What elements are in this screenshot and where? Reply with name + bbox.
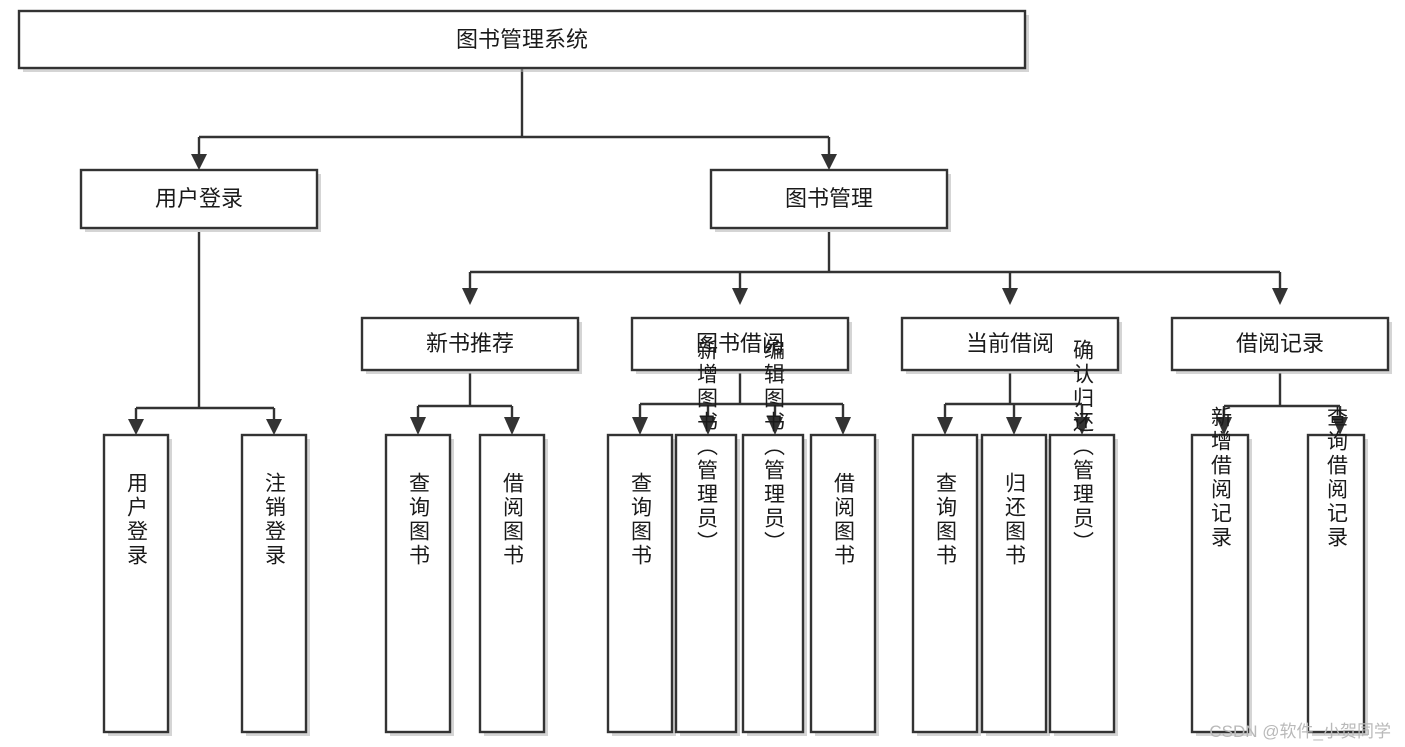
- node-root-box[interactable]: [17, 9, 1027, 70]
- node-borrow-record-box[interactable]: [1170, 316, 1390, 372]
- arrow-head-leaf-query-book-2: [632, 417, 648, 435]
- arrow-head-borrow-record: [1272, 288, 1288, 305]
- arrow-head-user-login: [191, 154, 207, 170]
- arrow-head-current-borrow: [1002, 288, 1018, 305]
- arrow-head-leaf-edit-book: [767, 417, 783, 435]
- leaf-return-book-label: 归还图书: [1003, 472, 1027, 568]
- leaf-borrow-book-2-label: 借阅图书: [832, 472, 856, 568]
- node-new-book-recommend-box[interactable]: [360, 316, 580, 372]
- leaf-query-book-3[interactable]: 查询图书: [911, 433, 981, 736]
- node-book-manage-label: 图书管理: [785, 186, 873, 211]
- leaf-query-book-2-box[interactable]: [606, 433, 674, 734]
- leaf-edit-book[interactable]: 编辑图书（管理员）: [741, 339, 807, 736]
- arrow-head-leaf-user-login: [128, 419, 144, 435]
- arrow-head-leaf-add-book: [700, 417, 716, 435]
- arrow-head-leaf-confirm-return: [1074, 417, 1090, 435]
- leaf-edit-book-box[interactable]: [741, 433, 805, 734]
- leaf-borrow-book-2-box[interactable]: [809, 433, 877, 734]
- leaf-query-book-1-label: 查询图书: [407, 472, 431, 568]
- node-user-login-label: 用户登录: [155, 186, 243, 211]
- node-user-login-box[interactable]: [79, 168, 319, 230]
- leaf-borrow-book-2[interactable]: 借阅图书: [809, 433, 879, 736]
- leaf-borrow-book-1[interactable]: 借阅图书: [478, 433, 548, 736]
- node-current-borrow[interactable]: 当前借阅: [900, 316, 1122, 374]
- leaf-user-logout[interactable]: 注销登录: [240, 433, 310, 736]
- node-book-borrow-box[interactable]: [630, 316, 850, 372]
- arrow-head-leaf-borrow-book-1: [504, 417, 520, 435]
- leaf-query-book-3-label: 查询图书: [934, 472, 958, 568]
- node-new-book-recommend-label: 新书推荐: [426, 331, 514, 356]
- leaf-return-book-box[interactable]: [980, 433, 1048, 734]
- node-borrow-record-label: 借阅记录: [1236, 331, 1324, 356]
- arrow-head-leaf-query-record: [1332, 417, 1348, 435]
- arrow-head-leaf-query-book-3: [937, 417, 953, 435]
- node-book-borrow[interactable]: 图书借阅: [630, 316, 852, 374]
- leaf-borrow-book-1-box[interactable]: [478, 433, 546, 734]
- leaf-user-login-box[interactable]: [102, 433, 170, 734]
- leaf-confirm-return[interactable]: 确认归还（管理员）: [1048, 339, 1118, 736]
- node-root[interactable]: 图书管理系统: [17, 9, 1029, 72]
- leaf-add-book[interactable]: 新增图书（管理员）: [674, 339, 740, 736]
- leaf-add-record-box[interactable]: [1190, 433, 1250, 734]
- leaf-user-login[interactable]: 用户登录: [102, 433, 172, 736]
- node-borrow-record[interactable]: 借阅记录: [1170, 316, 1392, 374]
- leaf-add-record-label: 新增借阅记录: [1209, 406, 1233, 550]
- node-new-book-recommend[interactable]: 新书推荐: [360, 316, 582, 374]
- leaf-query-record[interactable]: 查询借阅记录: [1306, 406, 1368, 736]
- leaf-confirm-return-box[interactable]: [1048, 433, 1116, 734]
- leaf-user-logout-box[interactable]: [240, 433, 308, 734]
- leaf-edit-book-label: 编辑图书（管理员）: [762, 339, 786, 555]
- connector-layer: [128, 68, 1348, 435]
- leaf-borrow-book-1-label: 借阅图书: [501, 472, 525, 568]
- leaf-add-book-label: 新增图书（管理员）: [695, 339, 719, 555]
- arrow-head-leaf-query-book-1: [410, 417, 426, 435]
- node-book-manage[interactable]: 图书管理: [709, 168, 951, 232]
- leaf-query-record-label: 查询借阅记录: [1325, 406, 1349, 550]
- arrow-head-leaf-user-logout: [266, 419, 282, 435]
- leaf-query-book-1-box[interactable]: [384, 433, 452, 734]
- leaf-add-record[interactable]: 新增借阅记录: [1190, 406, 1252, 736]
- leaf-user-logout-label: 注销登录: [263, 472, 287, 568]
- leaf-user-login-label: 用户登录: [125, 472, 149, 568]
- csdn-watermark: CSDN @软件_小贺同学: [1209, 722, 1391, 741]
- leaf-return-book[interactable]: 归还图书: [980, 433, 1050, 736]
- leaf-confirm-return-label: 确认归还（管理员）: [1071, 339, 1095, 555]
- arrow-head-leaf-return-book: [1006, 417, 1022, 435]
- leaf-add-book-box[interactable]: [674, 433, 738, 734]
- node-root-label: 图书管理系统: [456, 27, 588, 52]
- node-user-login[interactable]: 用户登录: [79, 168, 321, 232]
- node-book-manage-box[interactable]: [709, 168, 949, 230]
- node-current-borrow-label: 当前借阅: [966, 331, 1054, 356]
- leaf-query-book-3-box[interactable]: [911, 433, 979, 734]
- arrow-head-leaf-borrow-book-2: [835, 417, 851, 435]
- leaf-query-book-2[interactable]: 查询图书: [606, 433, 676, 736]
- arrow-head-new-book-recommend: [462, 288, 478, 305]
- arrow-head-leaf-add-record: [1216, 417, 1232, 435]
- leaf-query-record-box[interactable]: [1306, 433, 1366, 734]
- arrow-head-book-manage: [821, 154, 837, 170]
- arrow-head-book-borrow: [732, 288, 748, 305]
- leaf-query-book-1[interactable]: 查询图书: [384, 433, 454, 736]
- node-current-borrow-box[interactable]: [900, 316, 1120, 372]
- node-book-borrow-label: 图书借阅: [696, 331, 784, 356]
- leaf-query-book-2-label: 查询图书: [629, 472, 653, 568]
